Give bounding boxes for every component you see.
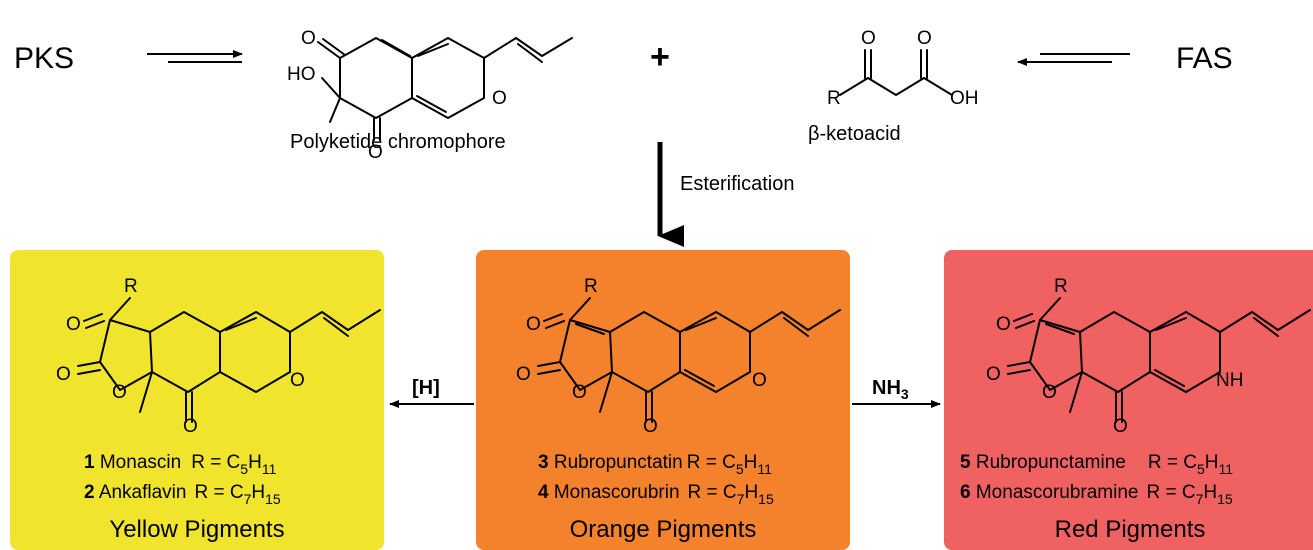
- chromophore-oxo-bottom: O: [368, 142, 383, 163]
- orange-pigments-title: Orange Pigments: [570, 516, 757, 543]
- polyketide-chromophore-caption: Polyketide chromophore: [290, 131, 506, 153]
- yellow-r-label: R: [124, 276, 138, 297]
- beta-ketoacid-caption: β-ketoacid: [808, 123, 901, 145]
- red-pigments-title: Red Pigments: [1055, 516, 1206, 543]
- chromophore-oxo-top: O: [301, 28, 316, 49]
- yellow-pyran-oxygen: O: [290, 370, 305, 391]
- red-lactone-carbonyl-oxygen: O: [986, 364, 1001, 385]
- monascin-structure: [77, 297, 381, 423]
- yellow-lactone-ring-oxygen: O: [112, 382, 127, 403]
- red-ring-nitrogen: NH: [1216, 370, 1243, 391]
- chromophore-hydroxyl: HO: [287, 64, 316, 85]
- red-pigments-panel: [944, 250, 1313, 550]
- fas-equilibrium-arrows: [1017, 53, 1130, 66]
- pks-label: PKS: [14, 42, 74, 75]
- orange-ketone-oxygen: O: [643, 416, 658, 437]
- orange-acyl-oxygen: O: [526, 314, 541, 335]
- plus-sign: +: [650, 38, 670, 76]
- yellow-lactone-carbonyl-oxygen: O: [56, 364, 71, 385]
- chromophore-ring-oxygen: O: [492, 88, 507, 109]
- red-r-label: R: [1054, 276, 1068, 297]
- reduction-label: [H]: [412, 377, 440, 399]
- yellow-ketone-oxygen: O: [183, 416, 198, 437]
- amination-label: NH3: [872, 377, 909, 402]
- orange-r-label: R: [584, 276, 598, 297]
- ketoacid-r-group: R: [827, 88, 841, 109]
- yellow-pigments-panel: [10, 250, 384, 550]
- beta-ketoacid-structure: [839, 49, 953, 96]
- orange-pyran-oxygen: O: [752, 370, 767, 391]
- ketoacid-hydroxyl: OH: [950, 88, 979, 109]
- pks-equilibrium-arrows: [147, 50, 243, 63]
- fas-label: FAS: [1176, 42, 1233, 75]
- red-ketone-oxygen: O: [1113, 416, 1128, 437]
- yellow-acyl-oxygen: O: [66, 314, 81, 335]
- esterification-label: Esterification: [680, 173, 795, 195]
- orange-lactone-ring-oxygen: O: [572, 382, 587, 403]
- ketoacid-acid-oxygen: O: [917, 28, 932, 49]
- rubropunctamine-structure: [1007, 297, 1311, 423]
- yellow-pigments-title: Yellow Pigments: [109, 516, 284, 543]
- red-lactone-ring-oxygen: O: [1042, 382, 1057, 403]
- orange-lactone-carbonyl-oxygen: O: [516, 364, 531, 385]
- red-acyl-oxygen: O: [996, 314, 1011, 335]
- orange-pigments-panel: [476, 250, 850, 550]
- polyketide-chromophore-structure: [317, 37, 573, 141]
- rubropunctatin-structure: [537, 297, 841, 423]
- ketoacid-keto-oxygen: O: [861, 28, 876, 49]
